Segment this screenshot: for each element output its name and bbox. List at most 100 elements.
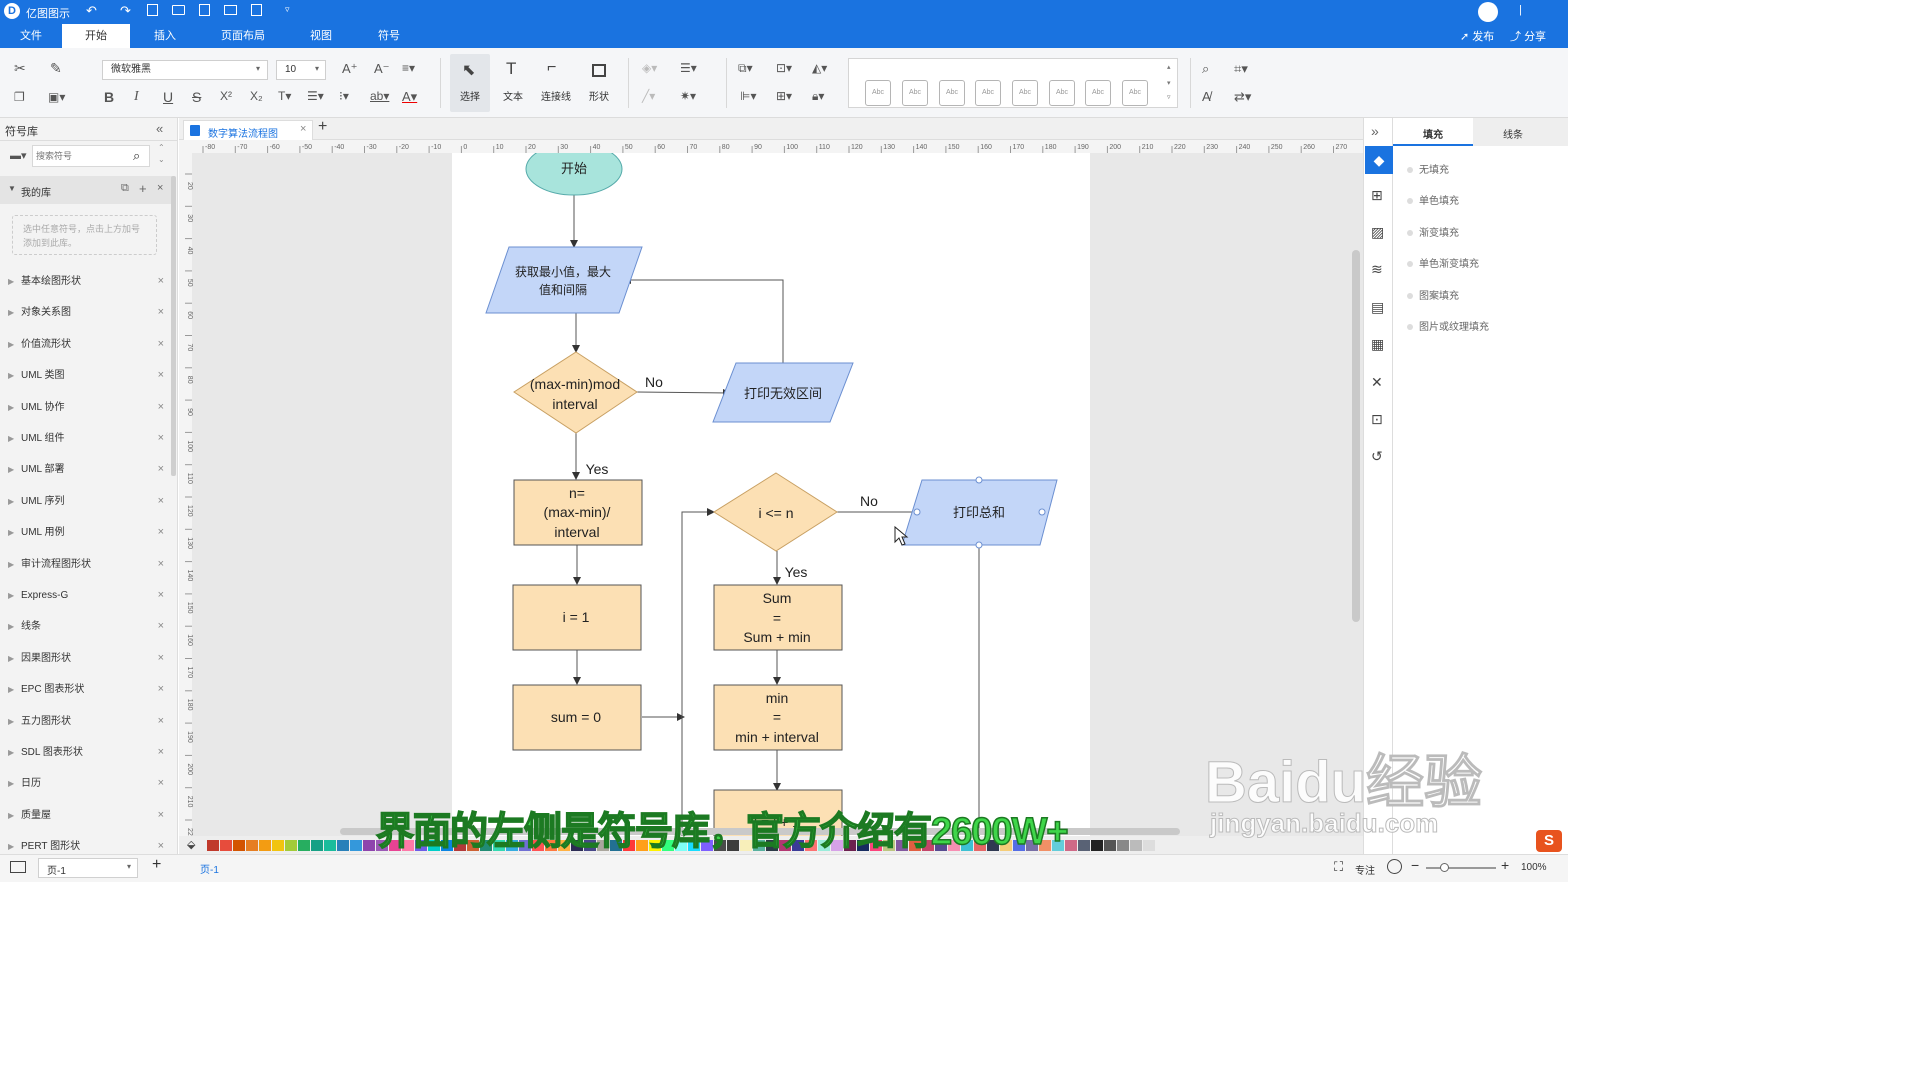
spell-check-icon[interactable]: A̸ — [1202, 89, 1211, 104]
zoom-slider[interactable] — [1426, 867, 1496, 869]
color-swatch[interactable] — [285, 840, 297, 851]
color-swatch[interactable] — [389, 840, 401, 851]
color-swatch[interactable] — [532, 840, 544, 851]
library-category[interactable]: ▶UML 组件× — [0, 423, 170, 454]
connector-line[interactable] — [623, 276, 784, 363]
search-icon[interactable]: ⌕ — [133, 148, 141, 163]
color-swatch[interactable] — [428, 840, 440, 851]
font-color-icon[interactable]: A▾ — [402, 89, 418, 104]
close-icon[interactable]: × — [157, 620, 164, 633]
color-swatch[interactable] — [1052, 840, 1064, 851]
font-size-dropdown-icon[interactable]: ▾ — [315, 64, 320, 73]
color-swatch[interactable] — [1026, 840, 1038, 851]
resize-handle[interactable] — [975, 476, 983, 484]
library-category[interactable]: ▶五力图形状× — [0, 706, 170, 737]
tab-view[interactable]: 视图 — [310, 30, 332, 42]
color-swatch[interactable] — [896, 840, 908, 851]
cut-icon[interactable]: ✂ — [14, 60, 26, 76]
close-icon[interactable]: × — [157, 400, 164, 413]
play-icon[interactable] — [1387, 859, 1402, 874]
color-swatch[interactable] — [363, 840, 375, 851]
tab-page-layout[interactable]: 页面布局 — [221, 30, 265, 42]
save-icon[interactable] — [199, 4, 210, 16]
color-swatch[interactable] — [415, 840, 427, 851]
tab-symbols[interactable]: 符号 — [378, 30, 400, 42]
fill-bucket-icon[interactable]: ⬙ — [187, 839, 196, 851]
color-swatch[interactable] — [220, 840, 232, 851]
color-swatch[interactable] — [922, 840, 934, 851]
library-category[interactable]: ▶UML 部署× — [0, 454, 170, 485]
close-icon[interactable]: × — [157, 714, 164, 727]
distribute-icon[interactable]: ⊞▾ — [776, 89, 793, 103]
page-select[interactable]: 页-1 ▾ — [38, 858, 138, 878]
library-category[interactable]: ▶审计流程图形状× — [0, 549, 170, 580]
color-swatch[interactable] — [636, 840, 648, 851]
style-swatch[interactable]: Abc — [1122, 80, 1148, 106]
min-update-process[interactable] — [713, 684, 843, 751]
color-swatch[interactable] — [493, 840, 505, 851]
color-swatch[interactable] — [1078, 840, 1090, 851]
library-category[interactable]: ▶UML 协作× — [0, 392, 170, 423]
style-swatch[interactable]: Abc — [865, 80, 891, 106]
close-icon[interactable]: × — [157, 275, 164, 287]
left-scrollbar[interactable] — [171, 176, 176, 476]
color-swatch[interactable] — [857, 840, 869, 851]
focus-label[interactable]: 专注 — [1355, 866, 1375, 877]
color-swatch[interactable] — [233, 840, 245, 851]
fill-option-pattern[interactable]: 图案填充 — [1407, 287, 1459, 302]
bullets-icon[interactable]: ⁝▾ — [339, 89, 349, 103]
new-file-icon[interactable] — [147, 4, 158, 16]
color-swatch[interactable] — [662, 840, 674, 851]
select-tool-button[interactable]: ⬉ 选择 — [450, 54, 490, 112]
color-swatch[interactable] — [1130, 840, 1142, 851]
underline-icon[interactable]: U — [163, 89, 174, 105]
shuffle-panel-icon[interactable]: ✕ — [1371, 374, 1383, 390]
color-swatch[interactable] — [207, 840, 219, 851]
library-category[interactable]: ▶因果图形状× — [0, 643, 170, 674]
color-swatch[interactable] — [454, 840, 466, 851]
color-swatch[interactable] — [844, 840, 856, 851]
close-icon[interactable]: × — [157, 463, 164, 476]
color-swatch[interactable] — [831, 840, 843, 851]
library-category[interactable]: ▶PERT 图形状× — [0, 831, 170, 862]
library-category[interactable]: ▶质量屋× — [0, 800, 170, 831]
replace-shape-icon[interactable]: ⇄▾ — [1234, 89, 1252, 104]
strikethrough-icon[interactable]: S — [192, 89, 202, 105]
color-swatch[interactable] — [974, 840, 986, 851]
group-icon[interactable]: ⊡▾ — [776, 61, 793, 75]
color-swatch[interactable] — [818, 840, 830, 851]
font-family-select[interactable]: 微软雅黑 — [102, 60, 268, 80]
style-swatch[interactable]: Abc — [975, 80, 1001, 106]
tab-line[interactable]: 线条 — [1473, 118, 1568, 146]
init-sum-process[interactable] — [512, 684, 642, 751]
close-icon[interactable]: × — [157, 182, 164, 194]
print-invalid-io-shape[interactable] — [712, 362, 854, 423]
color-swatch[interactable] — [1065, 840, 1077, 851]
document-tab[interactable]: 数字算法流程图 × — [183, 120, 313, 140]
zoom-in-icon[interactable]: + — [1501, 857, 1510, 873]
library-menu-icon[interactable]: ▬▾ — [10, 150, 27, 162]
fill-option-gradient[interactable]: 渐变填充 — [1407, 224, 1459, 239]
color-swatch[interactable] — [376, 840, 388, 851]
style-swatch[interactable]: Abc — [1085, 80, 1111, 106]
close-icon[interactable]: × — [157, 494, 164, 507]
style-swatch[interactable]: Abc — [1049, 80, 1075, 106]
bring-front-icon[interactable]: ⧉▾ — [738, 61, 753, 75]
color-swatch[interactable] — [246, 840, 258, 851]
color-swatch[interactable] — [610, 840, 622, 851]
print-sum-io-shape[interactable] — [901, 479, 1058, 546]
library-category[interactable]: ▶UML 用例× — [0, 517, 170, 548]
publish-button[interactable]: ➚ 发布 — [1460, 28, 1494, 44]
color-swatch[interactable] — [324, 840, 336, 851]
fill-option-solid-gradient[interactable]: 单色渐变填充 — [1407, 255, 1479, 270]
gallery-expand-icon[interactable]: ▿ — [1167, 94, 1171, 101]
line-style-icon[interactable]: ☰▾ — [680, 61, 697, 75]
zoom-out-icon[interactable]: − — [1411, 857, 1420, 873]
vertical-scrollbar[interactable] — [1352, 250, 1360, 622]
color-swatch[interactable] — [740, 840, 752, 851]
connector-tool-button[interactable]: ⌐ 连接线 — [536, 54, 576, 112]
color-swatch[interactable] — [623, 840, 635, 851]
color-swatch[interactable] — [805, 840, 817, 851]
redo-icon[interactable]: ↷ — [120, 3, 131, 18]
color-swatch[interactable] — [597, 840, 609, 851]
